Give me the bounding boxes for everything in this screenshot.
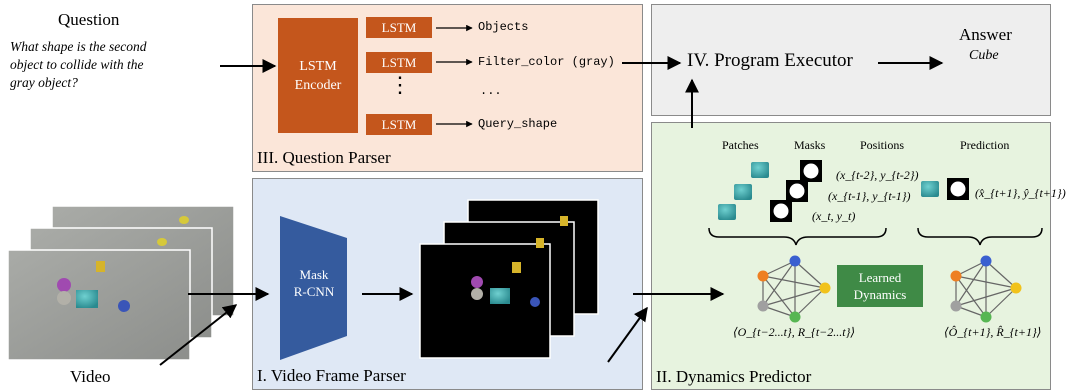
learned-dynamics-label-1: Learned	[858, 270, 902, 285]
graph-node-green	[789, 311, 801, 323]
graph-icon	[955, 260, 1017, 318]
program-query-shape: Query_shape	[478, 117, 558, 131]
lstm-vertical-dots: ⋮	[389, 72, 411, 97]
lstm-encoder-label-2: Encoder	[294, 77, 342, 93]
video-frame-parser-title: I. Video Frame Parser	[257, 366, 406, 385]
cube-patch-icons	[718, 162, 769, 220]
cube-icon	[921, 181, 939, 197]
graph-output-label: ⟨Ô_{t+1}, R̂_{t+1}⟩	[944, 325, 1042, 339]
mask-rcnn-label-2: R-CNN	[293, 284, 335, 299]
graph-node-orange	[950, 270, 962, 282]
program-ellipsis: ...	[480, 84, 502, 98]
program-objects: Objects	[478, 20, 529, 34]
lstm-encoder-label-1: LSTM	[299, 58, 337, 74]
video-frames-icon	[7, 205, 235, 361]
prediction-position: (x̂_{t+1}, ŷ_{t+1})	[975, 186, 1066, 200]
question-text: What shape is the second object to colli…	[10, 38, 146, 92]
video-label: Video	[70, 367, 111, 386]
question-parser-title: III. Question Parser	[257, 148, 391, 167]
graph-node-gray	[757, 300, 769, 312]
answer-heading: Answer	[959, 25, 1012, 44]
graph-node-yellow	[819, 282, 831, 294]
curly-brace-icon	[917, 227, 1043, 246]
lstm-encoder: LSTM Encoder	[278, 18, 358, 133]
prediction-header: Prediction	[960, 138, 1010, 152]
masked-frames-icon	[419, 199, 599, 359]
graph-icon	[762, 260, 826, 318]
question-line: object to collide with the	[10, 57, 144, 72]
learned-dynamics-box: Learned Dynamics	[837, 265, 923, 307]
position-t-minus-1: (x_{t-1}, y_{t-1})	[828, 189, 911, 203]
answer-value: Cube	[969, 48, 999, 63]
graph-node-yellow	[1010, 282, 1022, 294]
patches-header: Patches	[722, 138, 759, 152]
question-heading: Question	[58, 10, 120, 29]
position-t: (x_t, y_t)	[812, 209, 856, 223]
position-t-minus-2: (x_{t-2}, y_{t-2})	[836, 168, 919, 182]
program-filter-color: Filter_color (gray)	[478, 55, 615, 69]
graph-input-label: ⟨O_{t−2...t}, R_{t−2...t}⟩	[733, 325, 856, 339]
learned-dynamics-label-2: Dynamics	[853, 287, 907, 302]
graph-node-orange	[757, 270, 769, 282]
lstm-cell-query: LSTM	[366, 114, 432, 135]
curly-brace-icon	[708, 227, 887, 246]
dynamics-predictor-title: II. Dynamics Predictor	[656, 367, 812, 386]
program-executor-title: IV. Program Executor	[687, 50, 853, 71]
question-line: gray object?	[10, 75, 78, 90]
graph-node-blue	[980, 255, 992, 267]
mask-icons	[770, 160, 822, 222]
question-line: What shape is the second	[10, 39, 147, 54]
program-executor-panel	[651, 4, 1051, 116]
lstm-cell-objects: LSTM	[366, 17, 432, 38]
diagonal-arrow-icon	[159, 304, 238, 366]
positions-header: Positions	[860, 138, 905, 152]
mask-rcnn-block	[280, 216, 347, 360]
graph-node-green	[980, 311, 992, 323]
mask-rcnn-label-1: Mask	[299, 267, 329, 282]
graph-node-gray	[950, 300, 962, 312]
lstm-cell-filter: LSTM	[366, 52, 432, 73]
graph-node-blue	[789, 255, 801, 267]
diagonal-arrow-icon	[607, 306, 648, 363]
masks-header: Masks	[794, 138, 826, 152]
mask-shape	[950, 181, 966, 197]
mask-rcnn-label: Mask R-CNN	[284, 266, 344, 300]
